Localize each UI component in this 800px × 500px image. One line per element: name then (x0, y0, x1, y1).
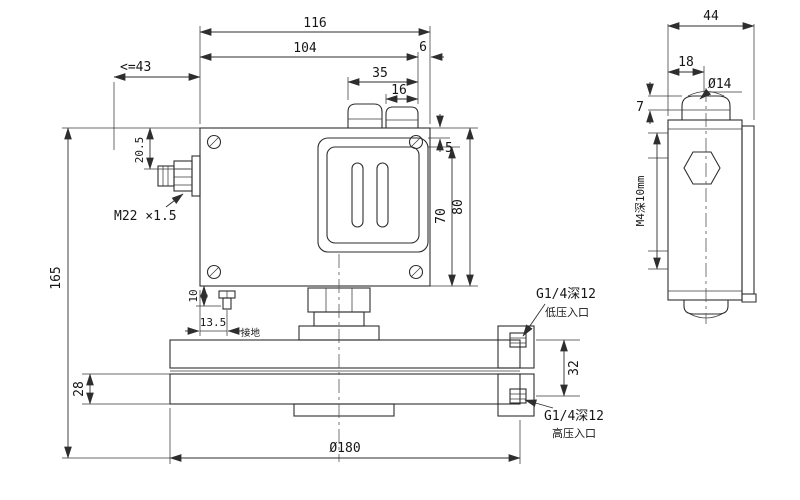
front-view (157, 103, 535, 462)
dim-116-label: 116 (303, 16, 326, 31)
dim-70-label: 70 (434, 208, 449, 224)
cap-nut-left (347, 103, 383, 128)
leader-lines (165, 193, 554, 409)
cable-gland-connector (157, 155, 201, 197)
dim-dia180-label: Ø180 (329, 441, 360, 456)
flange-assembly (169, 325, 535, 417)
port-high-name-label: 高压入口 (552, 426, 596, 440)
dim-16-label: 16 (391, 83, 407, 98)
dim-le43-label: <=43 (120, 60, 151, 75)
ground-label: 接地 (241, 327, 261, 339)
dim-80-label: 80 (451, 199, 466, 215)
dim-28-label: 28 (72, 381, 87, 397)
window-slot (376, 162, 389, 228)
hex-nut (683, 151, 721, 185)
dim-35-label: 35 (372, 66, 388, 81)
port-high-thread-label: G1/4深12 (544, 409, 604, 424)
corner-screw-icon (408, 264, 424, 280)
mounting-plate-foot (741, 293, 757, 303)
dim-13_5-label: 13.5 (200, 316, 227, 329)
bottom-boss (293, 403, 395, 417)
dim-104-label: 104 (293, 41, 317, 56)
hole-m4-label: M4深10mm (634, 175, 647, 226)
corner-screw-icon (206, 134, 222, 150)
port-opening-low (509, 332, 527, 348)
port-block-high (497, 373, 535, 417)
front-dimensions: 116 104 6 35 16 <=43 20.5 165 5 70 80 10… (49, 16, 604, 464)
dim-165-label: 165 (49, 266, 64, 289)
flange-plate-top (169, 339, 521, 369)
port-block-low (497, 325, 535, 369)
dim-18-label: 18 (678, 55, 694, 70)
dim-10-label: 10 (187, 289, 200, 302)
cap-nut-right (385, 106, 419, 128)
extension-lines-side (648, 24, 755, 270)
port-low-thread-label: G1/4深12 (536, 287, 596, 302)
side-body (667, 91, 757, 319)
dim-32-label: 32 (567, 360, 582, 376)
side-dimensions: 44 18 7 Ø14 M4深10mm (634, 9, 755, 270)
side-view (667, 88, 757, 324)
front-body (199, 103, 431, 287)
mounting-plate (741, 125, 755, 295)
window-slot (351, 162, 364, 228)
thread-m22-label: M22 ×1.5 (114, 209, 177, 224)
port-low-name-label: 低压入口 (545, 306, 589, 319)
dimension-lines-side (646, 22, 755, 270)
dim-6-label: 6 (419, 40, 427, 55)
flange-plate-bottom (169, 373, 521, 405)
dim-7-label: 7 (636, 100, 644, 115)
dim-dia14-label: Ø14 (708, 77, 732, 92)
dimension-lines (64, 28, 568, 462)
corner-screw-icon (206, 264, 222, 280)
port-opening-high (509, 388, 527, 404)
dim-44-label: 44 (703, 9, 719, 24)
front-window (317, 137, 429, 253)
dim-5-label: 5 (445, 141, 453, 156)
ground-screw (218, 290, 236, 310)
extension-lines (62, 26, 580, 464)
dim-20_5-label: 20.5 (133, 137, 146, 164)
